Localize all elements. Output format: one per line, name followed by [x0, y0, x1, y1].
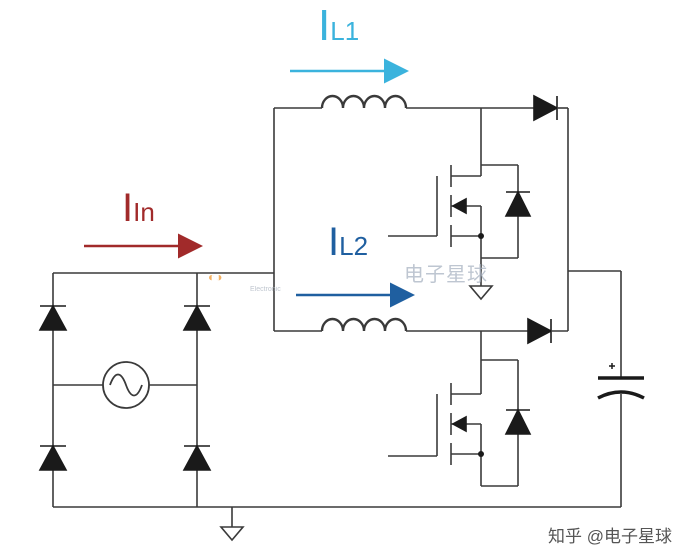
ac-source-icon [102, 361, 150, 409]
credit-text: 知乎 @电子星球 [548, 527, 672, 546]
iin-label: IIn [122, 186, 155, 230]
diode-icon [533, 94, 559, 122]
output-stage [232, 108, 645, 508]
phase-1 [273, 94, 568, 331]
watermark-text: 电子星球 [404, 264, 488, 286]
capacitor-icon [597, 363, 645, 400]
diode-icon [38, 444, 68, 471]
mosfet-icon [388, 108, 532, 301]
mosfet-icon [388, 331, 532, 487]
diode-icon [182, 304, 212, 331]
ground-icon [468, 285, 494, 301]
ground-icon [219, 507, 245, 542]
bridge-rectifier [38, 272, 274, 508]
inductor-icon [320, 317, 408, 332]
diode-icon [527, 317, 553, 345]
diode-icon [182, 444, 212, 471]
inductor-icon [320, 94, 408, 109]
diode-icon [38, 304, 68, 331]
il1-label: IL1 [318, 1, 360, 50]
watermark-logo: ◐◑ [208, 270, 223, 284]
watermark-small-text: Electronic [250, 286, 281, 293]
il2-label: IL2 [328, 220, 369, 264]
phase-2 [274, 317, 568, 487]
